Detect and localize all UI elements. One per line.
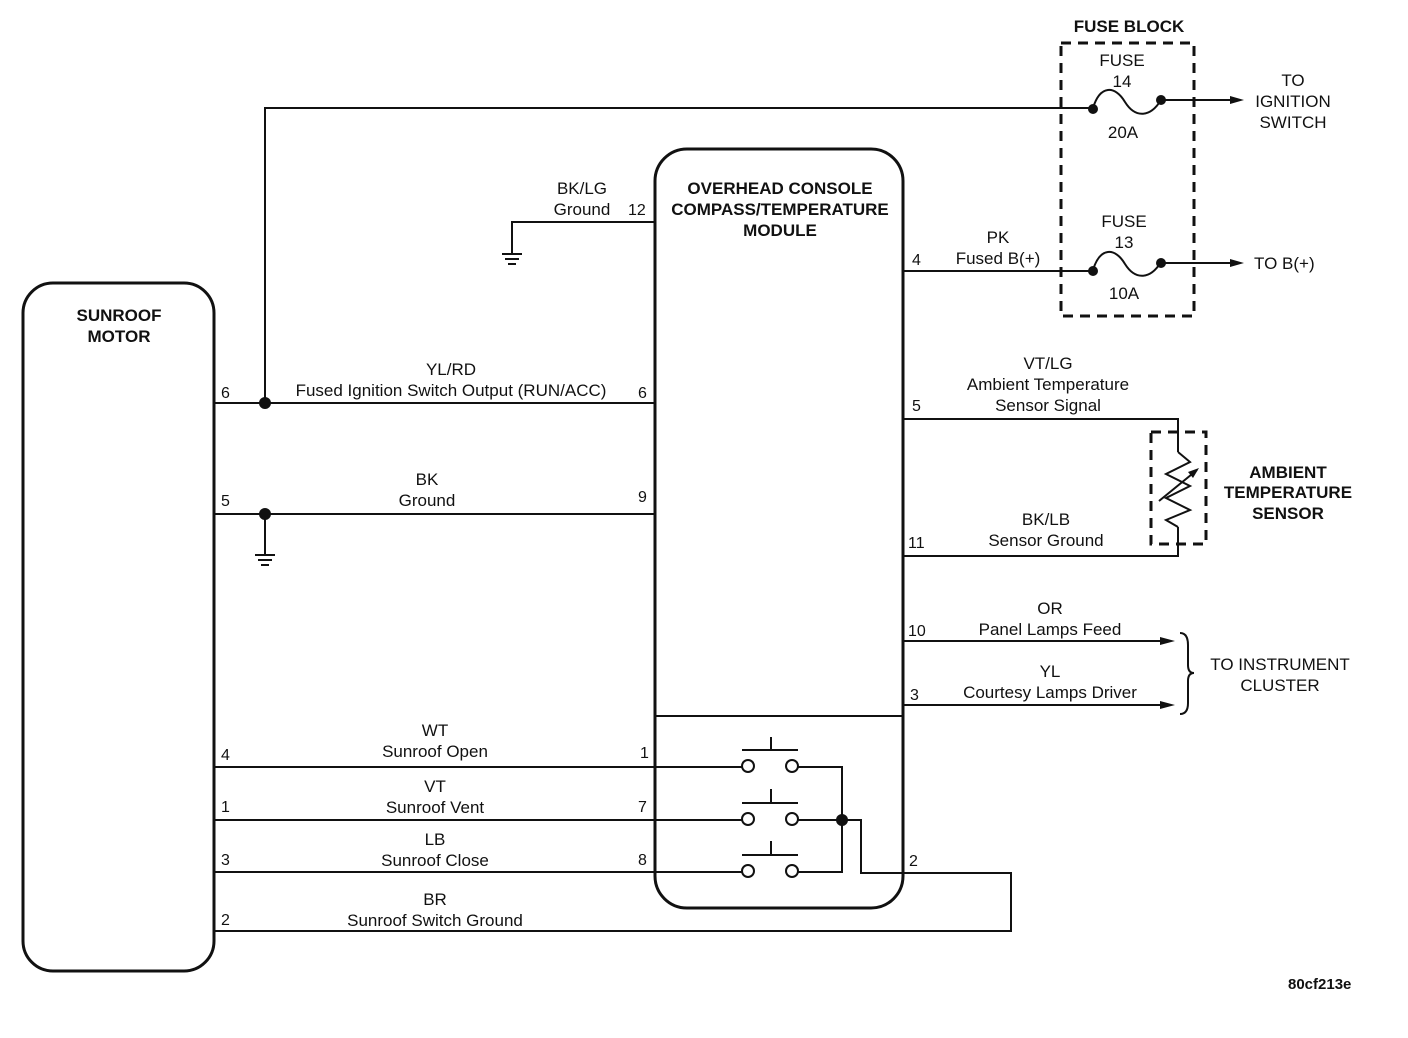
sunroof-motor-label-1: SUNROOF — [77, 306, 162, 325]
ground-symbol-icon — [502, 253, 522, 265]
instrument-cluster-label-1: TO INSTRUMENT — [1210, 655, 1349, 674]
wire-wt-color: WT — [422, 721, 448, 740]
ground-symbol-icon — [255, 554, 275, 566]
wire-vtlg-name-2: Sensor Signal — [995, 396, 1101, 415]
fuse14-element — [1092, 89, 1162, 115]
module-label-3: MODULE — [743, 221, 817, 240]
arrow-yl-icon — [1160, 701, 1175, 709]
ambient-sensor-label-2: TEMPERATURE — [1224, 483, 1352, 502]
wire-br-name: Sunroof Switch Ground — [347, 911, 523, 930]
wire-bklg-name: Ground — [554, 200, 611, 219]
wire-pk-module-pin: 4 — [912, 252, 921, 269]
wire-pk-color: PK — [987, 228, 1010, 247]
wire-lb-motor-pin: 3 — [221, 852, 230, 869]
sunroof-motor-box — [21, 281, 216, 973]
fuse14-dest-1: TO — [1281, 71, 1304, 90]
wire-br-module-pin: 2 — [909, 853, 918, 870]
ambient-sensor-label-1: AMBIENT — [1249, 463, 1327, 482]
wire-vt-motor-pin: 1 — [221, 799, 230, 816]
wire-or-module-pin: 10 — [908, 623, 926, 640]
figure-id: 80cf213e — [1288, 976, 1351, 993]
wire-bklg — [511, 221, 655, 254]
sunroof-motor-label-2: MOTOR — [88, 327, 151, 346]
wire-vtlg-module-pin: 5 — [912, 398, 921, 415]
wire-bk-module-pin: 9 — [638, 489, 647, 506]
fuse-block-title: FUSE BLOCK — [1074, 17, 1185, 36]
wire-wt-name: Sunroof Open — [382, 742, 488, 761]
thermistor-icon — [1163, 451, 1193, 528]
ambient-sensor-label-3: SENSOR — [1252, 504, 1324, 523]
fuse14-dest-2: IGNITION — [1255, 92, 1331, 111]
wire-lb-module-pin: 8 — [638, 852, 647, 869]
fuse14-label: FUSE — [1099, 51, 1144, 70]
wire-lb-color: LB — [425, 830, 446, 849]
wire-bk-name: Ground — [399, 491, 456, 510]
wire-wt-motor-pin: 4 — [221, 747, 230, 764]
brace-icon — [1179, 632, 1195, 715]
wire-wt-module-pin: 1 — [640, 745, 649, 762]
fuse13-rating: 10A — [1109, 284, 1140, 303]
switch-open-icon — [741, 737, 799, 773]
wire-ylrd-name: Fused Ignition Switch Output (RUN/ACC) — [296, 381, 607, 400]
wire-vt-name: Sunroof Vent — [386, 798, 485, 817]
ambient-sensor-box — [1149, 430, 1208, 546]
wire-br-color: BR — [423, 890, 447, 909]
switch-vent-icon — [741, 789, 799, 826]
fuse13-element — [1092, 251, 1162, 277]
wire-bklg-module-pin: 12 — [628, 202, 646, 219]
wire-or-color: OR — [1037, 599, 1063, 618]
wire-ylrd-color: YL/RD — [426, 360, 476, 379]
wire-bklb-module-pin: 11 — [908, 535, 925, 552]
wire-pk-name: Fused B(+) — [956, 249, 1041, 268]
arrow-or-icon — [1160, 637, 1175, 645]
splice-ylrd — [259, 397, 271, 409]
wire-vtlg — [903, 418, 1179, 452]
wire-bklg-color: BK/LG — [557, 179, 607, 198]
fuse13-dest: TO B(+) — [1254, 254, 1315, 273]
module-label-2: COMPASS/TEMPERATURE — [671, 200, 889, 219]
arrow-to-bplus-icon — [1230, 259, 1244, 267]
wire-bk-color: BK — [416, 470, 439, 489]
splice-switch-common — [836, 814, 848, 826]
wire-lb-name: Sunroof Close — [381, 851, 489, 870]
wire-vtlg-name-1: Ambient Temperature — [967, 375, 1129, 394]
module-box — [653, 147, 905, 910]
wire-yl-color: YL — [1040, 662, 1061, 681]
wire-yl-module-pin: 3 — [910, 687, 919, 704]
wire-bklb-color: BK/LB — [1022, 510, 1070, 529]
module-label-1: OVERHEAD CONSOLE — [687, 179, 872, 198]
wire-vt-module-pin: 7 — [638, 799, 647, 816]
instrument-cluster-label-2: CLUSTER — [1240, 676, 1319, 695]
arrow-to-ignition-icon — [1230, 96, 1244, 104]
wire-or-name: Panel Lamps Feed — [979, 620, 1122, 639]
switch-close-icon — [741, 841, 799, 878]
fuse13-number: 13 — [1115, 233, 1134, 252]
wire-br-motor-pin: 2 — [221, 912, 230, 929]
wire-bklb-name: Sensor Ground — [988, 531, 1103, 550]
fuse14-dest-3: SWITCH — [1259, 113, 1326, 132]
wire-br — [214, 872, 1012, 932]
wire-vtlg-color: VT/LG — [1023, 354, 1072, 373]
wire-vt-color: VT — [424, 777, 446, 796]
wire-bklb — [903, 527, 1179, 557]
wire-bk-motor-pin: 5 — [221, 493, 230, 510]
wire-ylrd-module-pin: 6 — [638, 385, 647, 402]
wire-ylrd-branch — [264, 107, 1093, 403]
wire-yl-name: Courtesy Lamps Driver — [963, 683, 1137, 702]
fuse14-number: 14 — [1113, 72, 1132, 91]
fuse14-rating: 20A — [1108, 123, 1139, 142]
switch-ground-link — [842, 819, 903, 874]
fuse13-label: FUSE — [1101, 212, 1146, 231]
wire-ylrd-motor-pin: 6 — [221, 385, 230, 402]
thermistor-arrow-head-icon — [1188, 468, 1199, 478]
